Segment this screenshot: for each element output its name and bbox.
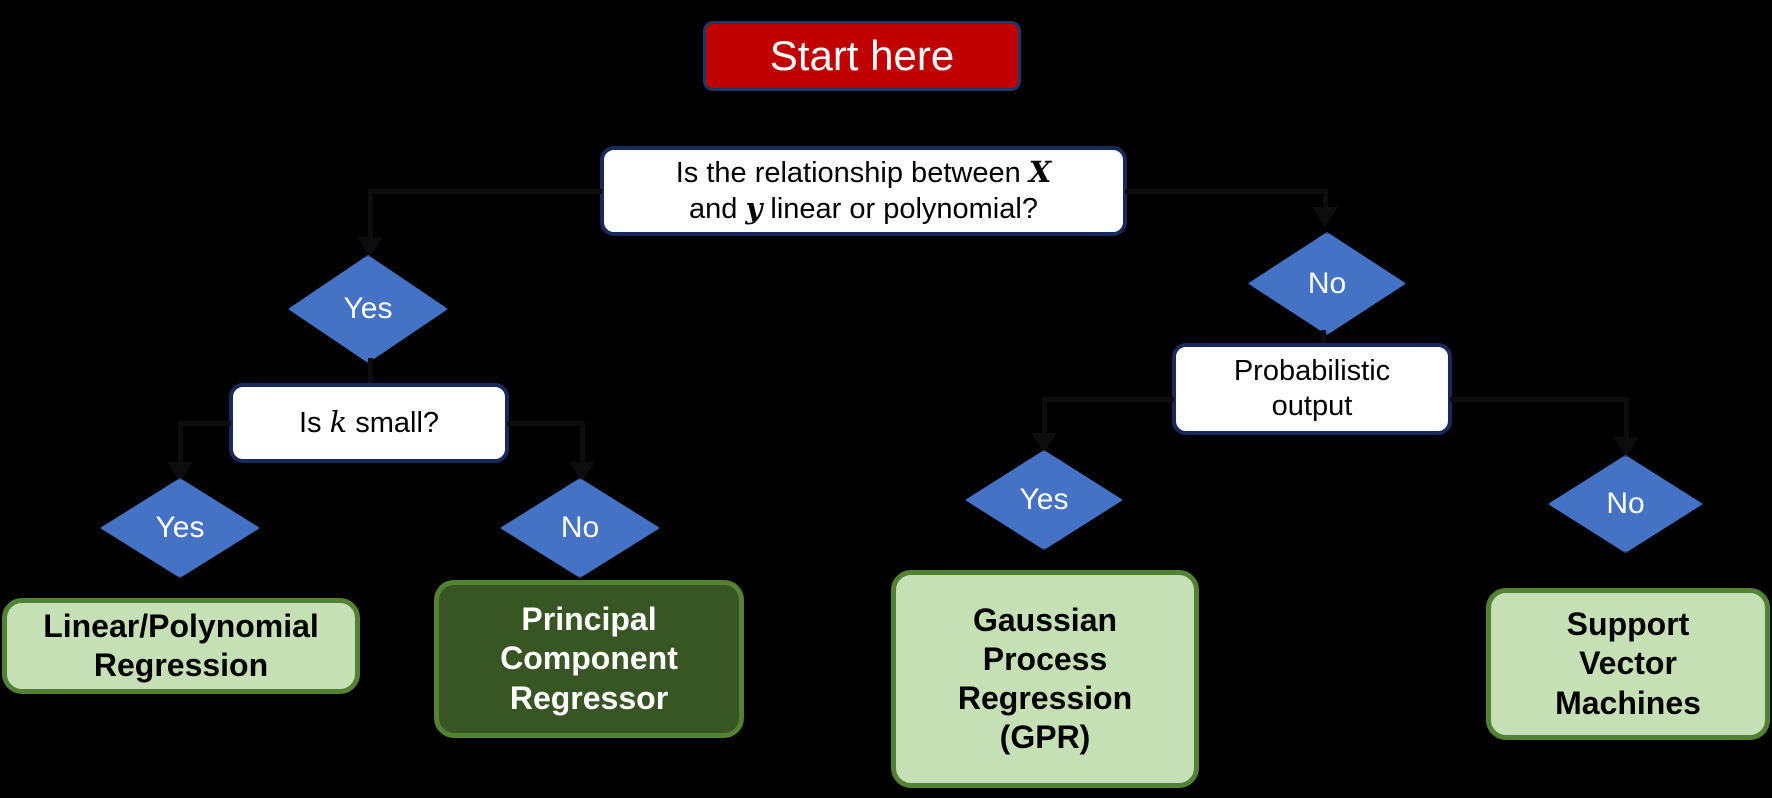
arrowhead-k-to-no xyxy=(569,462,595,482)
connector-root-to-yes-horizontal xyxy=(368,189,602,194)
result-pcr-line3: Regressor xyxy=(509,679,669,716)
connector-k-to-no-horizontal xyxy=(507,421,585,426)
connector-k-to-no-vertical xyxy=(580,421,585,466)
arrowhead-prob-to-yes xyxy=(1031,433,1057,453)
diamond-shape xyxy=(500,478,660,578)
question-prob-line2: output xyxy=(1271,390,1353,422)
result-support-vector-machines-node[interactable]: Support Vector Machines xyxy=(1486,588,1770,740)
result-svm-line1: Support xyxy=(1566,606,1690,643)
diamond-shape xyxy=(1548,455,1703,553)
result-principal-component-regressor-node[interactable]: Principal Component Regressor xyxy=(434,580,744,738)
connector-k-to-yes-horizontal xyxy=(178,421,231,426)
connector-k-to-yes-vertical xyxy=(178,421,183,466)
question-prob-node[interactable]: Probabilistic output xyxy=(1172,343,1452,435)
arrowhead-prob-to-no xyxy=(1613,437,1639,457)
question-root-line2: and y linear or polynomial? xyxy=(676,191,1052,227)
result-gpr-line1: Gaussian xyxy=(972,601,1118,638)
result-svm-line3: Machines xyxy=(1555,684,1701,721)
question-root-line2-pre: and xyxy=(689,193,746,225)
result-linear-label: Linear/Polynomial Regression xyxy=(43,607,319,685)
question-prob-label: Probabilistic output xyxy=(1234,354,1390,425)
branch-root-yes-node[interactable]: Yes xyxy=(288,255,448,363)
arrowhead-root-to-no xyxy=(1312,207,1338,227)
connector-root-to-no-horizontal xyxy=(1125,189,1328,194)
diamond-shape xyxy=(965,450,1123,550)
variable-k: k xyxy=(329,404,348,439)
question-root-line1-text: Is the relationship between xyxy=(675,156,1029,189)
question-k-post: small? xyxy=(347,406,440,439)
connector-prob-to-yes-vertical xyxy=(1042,397,1047,437)
result-pcr-label: Principal Component Regressor xyxy=(500,600,678,717)
result-gpr-label: Gaussian Process Regression (GPR) xyxy=(958,601,1132,757)
result-svm-label: Support Vector Machines xyxy=(1555,605,1701,722)
branch-k-no-node[interactable]: No xyxy=(500,478,660,578)
result-linear-line1: Linear/Polynomial xyxy=(43,607,319,644)
result-linear-polynomial-regression-node[interactable]: Linear/Polynomial Regression xyxy=(2,598,360,694)
diamond-shape xyxy=(1248,232,1406,335)
arrowhead-k-to-yes xyxy=(167,462,193,482)
result-linear-line2: Regression xyxy=(93,647,269,683)
connector-prob-to-no-vertical xyxy=(1624,397,1629,441)
question-k-node[interactable]: Is k small? xyxy=(229,383,509,463)
diamond-shape xyxy=(100,478,260,578)
connector-yes-to-k-question xyxy=(368,358,373,385)
result-gpr-line4: (GPR) xyxy=(999,719,1091,756)
question-root-line2-post: linear or polynomial? xyxy=(762,193,1038,225)
question-root-line1: Is the relationship between X xyxy=(676,155,1052,191)
branch-root-no-node[interactable]: No xyxy=(1248,232,1406,335)
result-gaussian-process-regression-node[interactable]: Gaussian Process Regression (GPR) xyxy=(891,570,1199,788)
variable-x: X xyxy=(1028,154,1052,189)
connector-prob-to-no-horizontal xyxy=(1450,397,1629,402)
question-root-label: Is the relationship between X and y line… xyxy=(676,155,1052,228)
question-k-pre: Is xyxy=(298,406,330,439)
result-svm-line2: Vector xyxy=(1579,645,1677,682)
result-pcr-line1: Principal xyxy=(521,601,657,638)
start-here-node[interactable]: Start here xyxy=(703,21,1021,91)
branch-prob-yes-node[interactable]: Yes xyxy=(965,450,1123,550)
question-root-node[interactable]: Is the relationship between X and y line… xyxy=(600,146,1127,236)
connector-root-to-yes-vertical xyxy=(368,189,373,241)
arrowhead-root-to-yes xyxy=(357,237,383,257)
question-prob-line1: Probabilistic xyxy=(1233,354,1391,387)
diamond-shape xyxy=(288,255,448,363)
branch-prob-no-node[interactable]: No xyxy=(1548,455,1703,553)
connector-root-to-no-vertical xyxy=(1323,189,1328,211)
result-gpr-line3: Regression xyxy=(957,680,1133,716)
question-k-label: Is k small? xyxy=(299,405,439,441)
result-pcr-line2: Component xyxy=(500,640,678,677)
connector-prob-to-yes-horizontal xyxy=(1042,397,1174,402)
branch-k-yes-node[interactable]: Yes xyxy=(100,478,260,578)
variable-y: y xyxy=(745,191,763,225)
connector-no-to-prob-question xyxy=(1321,330,1326,344)
start-here-label: Start here xyxy=(769,32,955,80)
result-gpr-line2: Process xyxy=(982,640,1108,677)
